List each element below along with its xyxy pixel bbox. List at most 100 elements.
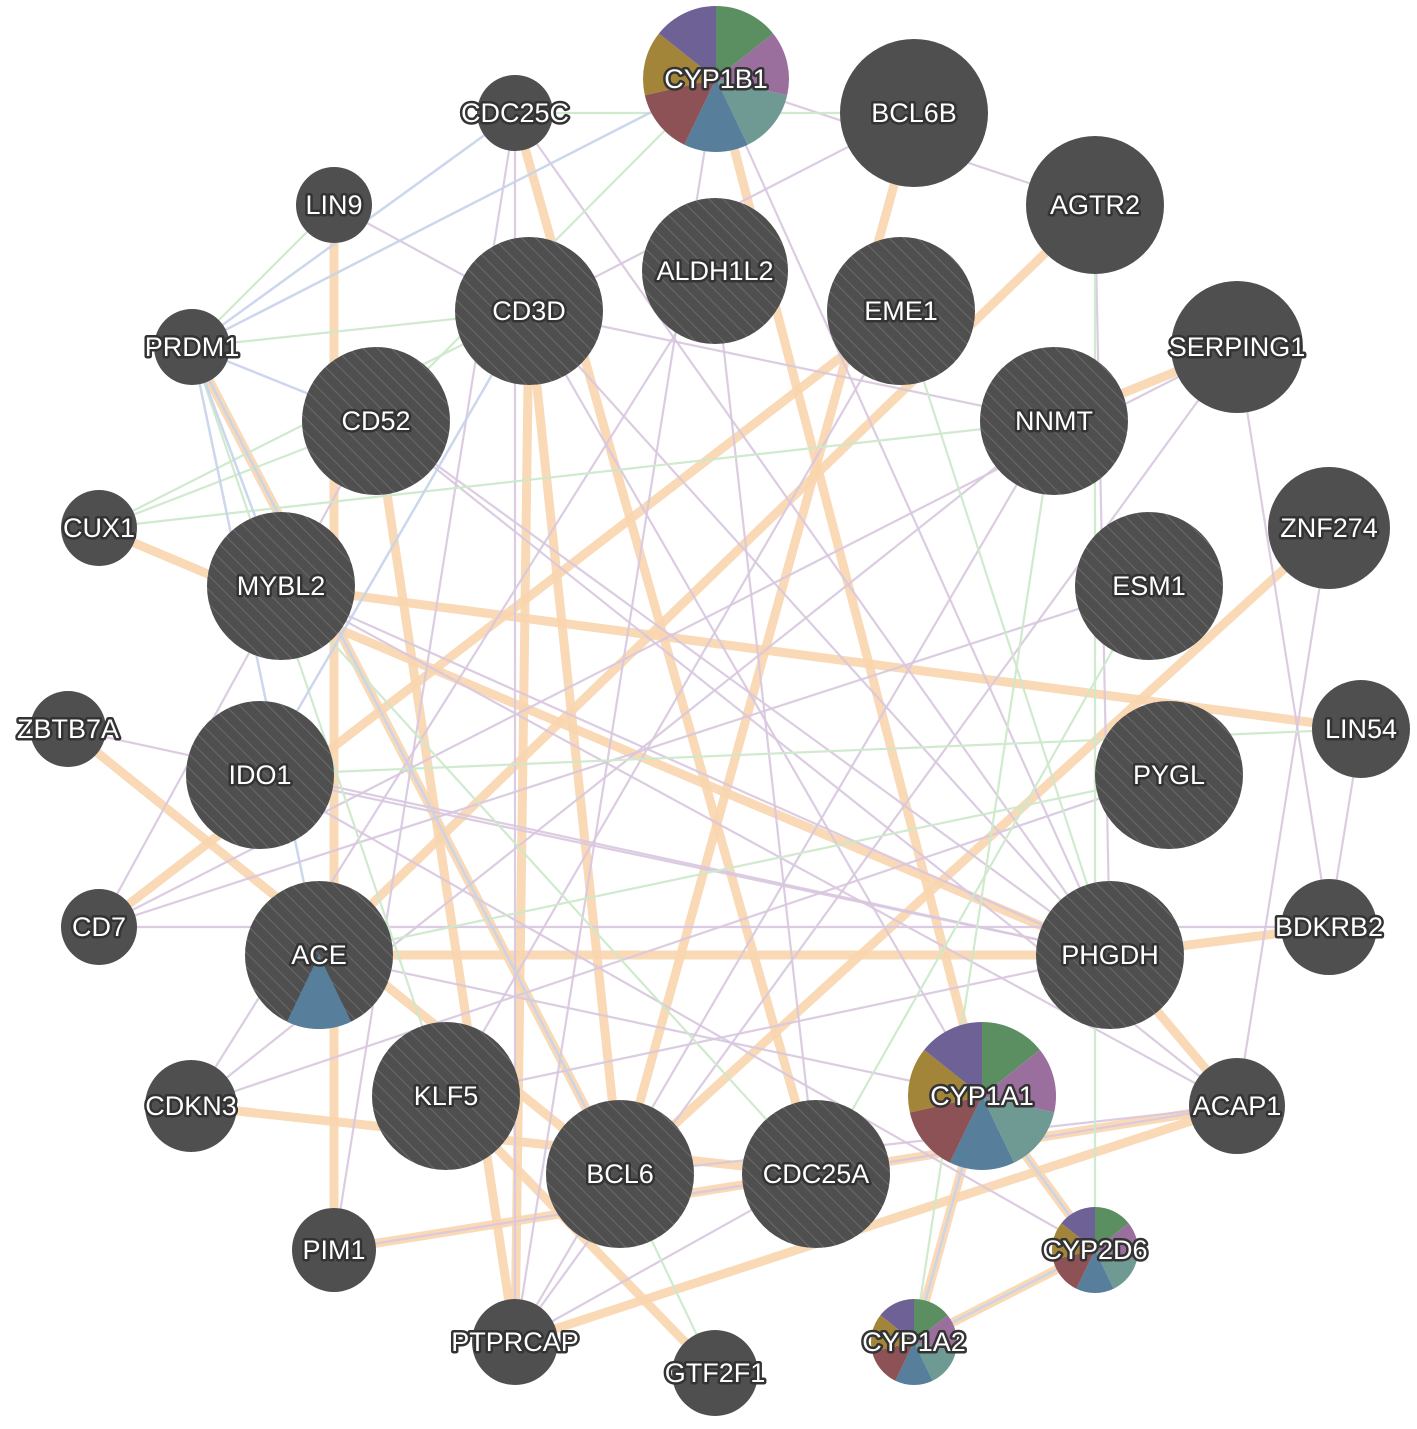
node-ido1[interactable]: IDO1 [186,701,334,849]
node-zbtb7a[interactable]: ZBTB7A [14,691,122,767]
node-circle [296,167,372,243]
pie-slice [871,1315,914,1352]
node-aldh1l2[interactable]: ALDH1L2 [642,198,788,344]
node-circle [61,490,137,566]
node-circle [840,39,988,187]
node-label: EME1 [864,296,938,326]
edge-coexpression-ido1-cyp2d6 [258,773,1097,1252]
node-circle [186,701,334,849]
node-bdkrb2[interactable]: BDKRB2 [1272,879,1386,975]
edge-coexpression-klf5-phgdh [444,953,1112,1098]
node-gtf2f1[interactable]: GTF2F1 [662,1330,768,1416]
node-label: CDC25C [461,98,569,128]
node-circle [1171,281,1303,413]
node-cux1[interactable]: CUX1 [60,490,138,566]
edge-genetic-cux1-nnmt [97,419,1056,530]
node-bcl6[interactable]: BCL6 [546,1100,694,1248]
node-lin9[interactable]: LIN9 [296,167,372,243]
node-circle [1095,701,1243,849]
node-circle [1312,680,1410,778]
pie-slice [1095,1223,1138,1260]
node-cdkn3[interactable]: CDKN3 [143,1060,239,1152]
edge-coexpression-cd3d-nnmt [527,309,1056,423]
edge-coexpression-mybl2-phgdh [279,584,1112,957]
pie-slice [684,79,748,152]
node-circle [827,237,975,385]
node-label: KLF5 [414,1081,479,1111]
node-label: PYGL [1133,760,1205,790]
node-klf5[interactable]: KLF5 [372,1022,520,1170]
node-circle [980,347,1128,495]
node-circle [546,1100,694,1248]
node-label: CD3D [492,296,566,326]
node-cd3d[interactable]: CD3D [455,237,603,385]
node-label: SERPING1 [1169,332,1306,362]
node-cdc25c[interactable]: CDC25C [458,75,572,151]
pie-slice [895,1342,933,1385]
node-nnmt[interactable]: NNMT [980,347,1128,495]
node-circle [1189,1058,1285,1154]
node-circle [672,1330,758,1416]
node-label: IDO1 [228,760,291,790]
edge-colocalization-cyp1b1-prdm1 [190,77,718,349]
node-serping1[interactable]: SERPING1 [1166,281,1308,413]
node-cdc25a[interactable]: CDC25A [742,1100,890,1248]
node-circle [472,1299,558,1385]
node-znf274[interactable]: ZNF274 [1268,467,1390,589]
edge-coexpression-pygl-cdkn3 [189,773,1171,1108]
node-label: PIM1 [302,1235,365,1265]
node-ptprcap[interactable]: PTPRCAP [449,1299,581,1385]
edge-genetic-mybl2-cdc25a [279,584,818,1176]
node-cd52[interactable]: CD52 [302,347,450,495]
node-cyp1a1[interactable]: CYP1A1 [908,1022,1056,1171]
edge-coexpression-cdc25c-phgdh [513,111,1112,957]
pie-slice [1076,1250,1114,1293]
node-acap1[interactable]: ACAP1 [1189,1058,1285,1154]
node-label: CYP1A2 [862,1327,966,1357]
node-cyp2d6[interactable]: CYP2D6 [1040,1207,1150,1293]
edge-coexpression-cd3d-phgdh [527,309,1112,957]
edge-coexpression-cd52-cd7 [97,419,378,929]
node-label: ALDH1L2 [656,256,773,286]
node-cyp1a2[interactable]: CYP1A2 [860,1299,968,1385]
node-circle [642,198,788,344]
node-label: BCL6 [586,1159,654,1189]
node-label: ZNF274 [1280,513,1378,543]
node-slice [286,955,352,1029]
node-lin54[interactable]: LIN54 [1312,680,1410,778]
pie-slice [982,1096,1055,1163]
node-pygl[interactable]: PYGL [1095,701,1243,849]
node-eme1[interactable]: EME1 [827,237,975,385]
node-label: ESM1 [1112,571,1186,601]
node-circle [1268,467,1390,589]
node-pim1[interactable]: PIM1 [292,1208,376,1292]
pie-slice [1095,1250,1137,1289]
node-agtr2[interactable]: AGTR2 [1026,136,1164,274]
node-mybl2[interactable]: MYBL2 [207,512,355,660]
node-label: PTPRCAP [451,1327,579,1357]
pie-slice [716,79,788,145]
edge-genetic-prdm1-klf5 [190,345,448,1098]
pie-slice [924,1022,982,1096]
pie-slice [982,1049,1056,1113]
edge-coexpression-aldh1l2-cdc25a [713,269,818,1176]
node-circle [61,889,137,965]
node-label: ACE [291,940,347,970]
node-esm1[interactable]: ESM1 [1075,512,1223,660]
node-phgdh[interactable]: PHGDH [1036,881,1184,1029]
pie-slice [880,1299,914,1342]
node-label: CYP1B1 [664,64,768,94]
node-prdm1[interactable]: PRDM1 [142,309,242,385]
node-bcl6b[interactable]: BCL6B [840,39,988,187]
edge-colocalization-cd3d-ido1 [258,309,531,777]
pie-slice [1053,1250,1095,1289]
node-ace[interactable]: ACE [245,881,393,1029]
node-cyp1b1[interactable]: CYP1B1 [643,6,789,152]
node-label: LIN54 [1325,714,1397,744]
node-label: CDKN3 [145,1091,237,1121]
pie-slice [643,33,716,96]
node-label: MYBL2 [237,571,326,601]
edge-coexpression-znf274-acap1 [1235,526,1331,1108]
node-cd7[interactable]: CD7 [61,889,137,965]
